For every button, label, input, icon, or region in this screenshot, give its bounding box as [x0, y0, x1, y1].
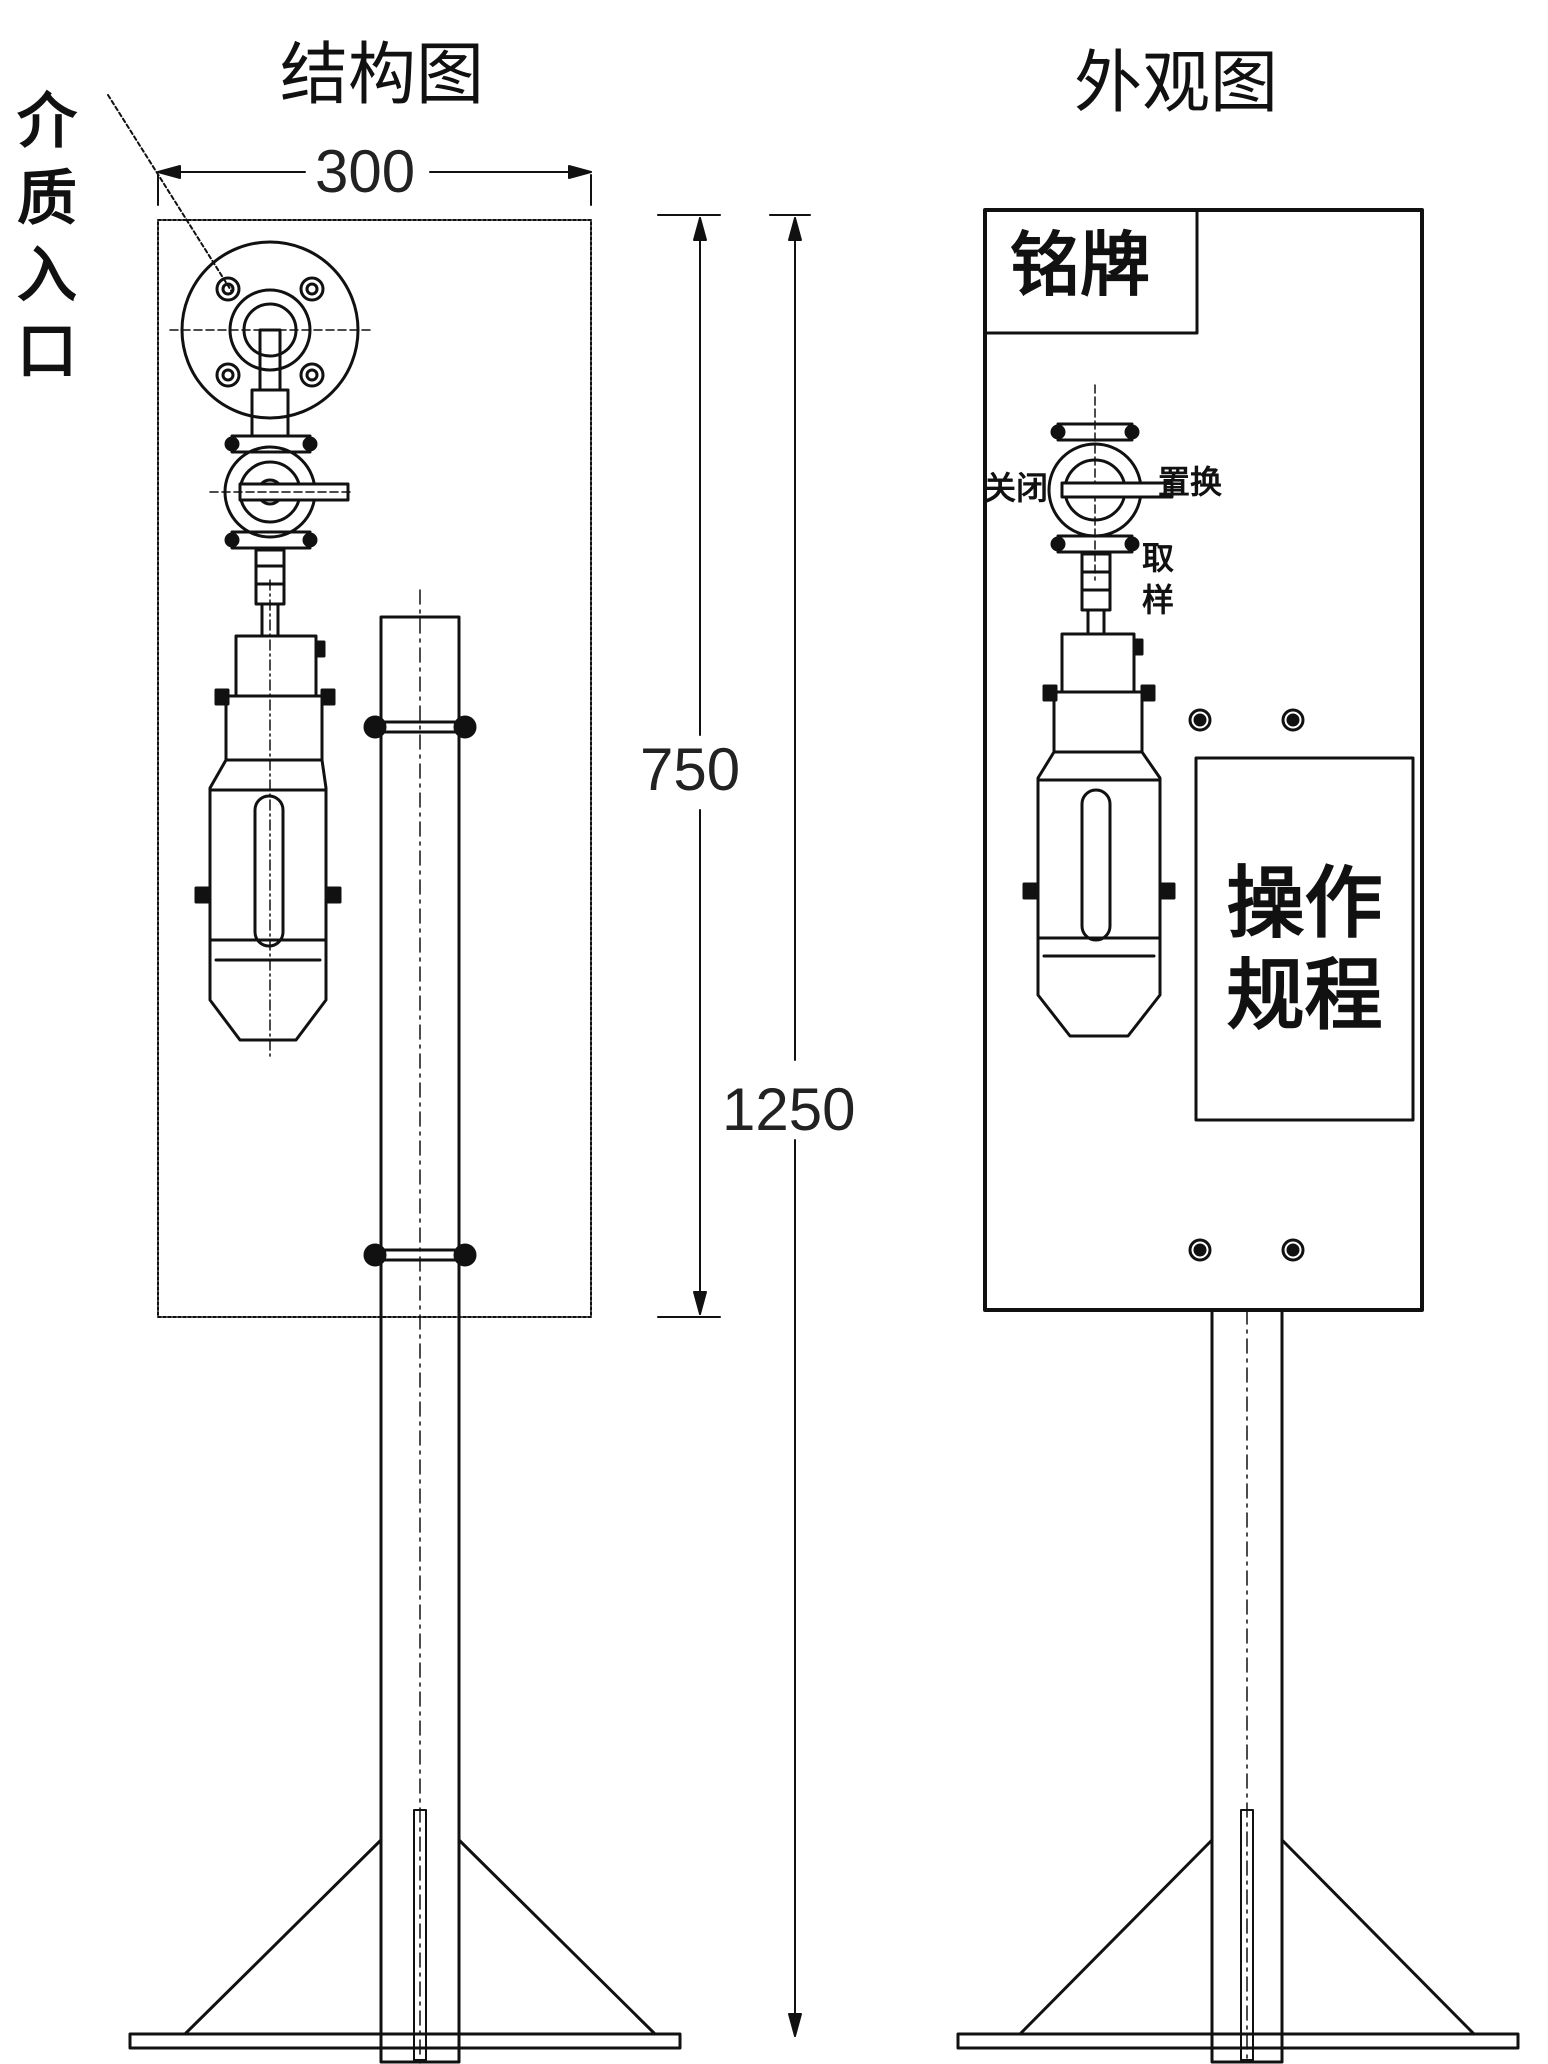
pole-clamp-upper — [363, 715, 477, 739]
exterior-view-title: 外观图 — [1074, 44, 1279, 123]
procedure-board — [1194, 756, 1415, 1122]
sampling-cylinder — [194, 579, 342, 1061]
valve-sample-label: 取 样 — [1142, 539, 1175, 619]
pipe-fitting — [250, 388, 290, 438]
structure-pole — [363, 589, 477, 2064]
medium-inlet-label: 介 质 入 口 — [17, 87, 77, 388]
exterior-base — [956, 1838, 1520, 2050]
structure-view-title: 结构图 — [280, 36, 485, 115]
exterior-panel — [983, 208, 1424, 1312]
panel-bolts — [1188, 708, 1305, 1262]
width-dimension — [157, 165, 592, 206]
height-dimensions — [657, 214, 811, 2037]
exterior-cylinder — [1022, 632, 1176, 1038]
valve-replace-label: 置换 — [1158, 463, 1223, 501]
pole-clamp-lower — [363, 1243, 477, 1267]
exterior-view — [956, 208, 1520, 2064]
width-dimension-label: 300 — [315, 138, 416, 205]
total-height-label: 1250 — [722, 1076, 856, 1143]
structure-view — [107, 94, 811, 2064]
nameplate-box — [983, 208, 1199, 335]
operating-procedure-label: 操作 规程 — [1226, 859, 1383, 1042]
nameplate-label: 铭牌 — [1010, 224, 1150, 306]
structure-base — [128, 1838, 682, 2050]
three-way-valve — [209, 434, 351, 550]
inlet-leader-line — [107, 94, 233, 293]
exterior-pole — [1210, 1308, 1284, 2064]
exterior-valve — [1047, 384, 1174, 581]
valve-close-label: 关闭 — [984, 469, 1049, 507]
structure-panel — [157, 219, 592, 1318]
panel-height-label: 750 — [640, 736, 741, 803]
